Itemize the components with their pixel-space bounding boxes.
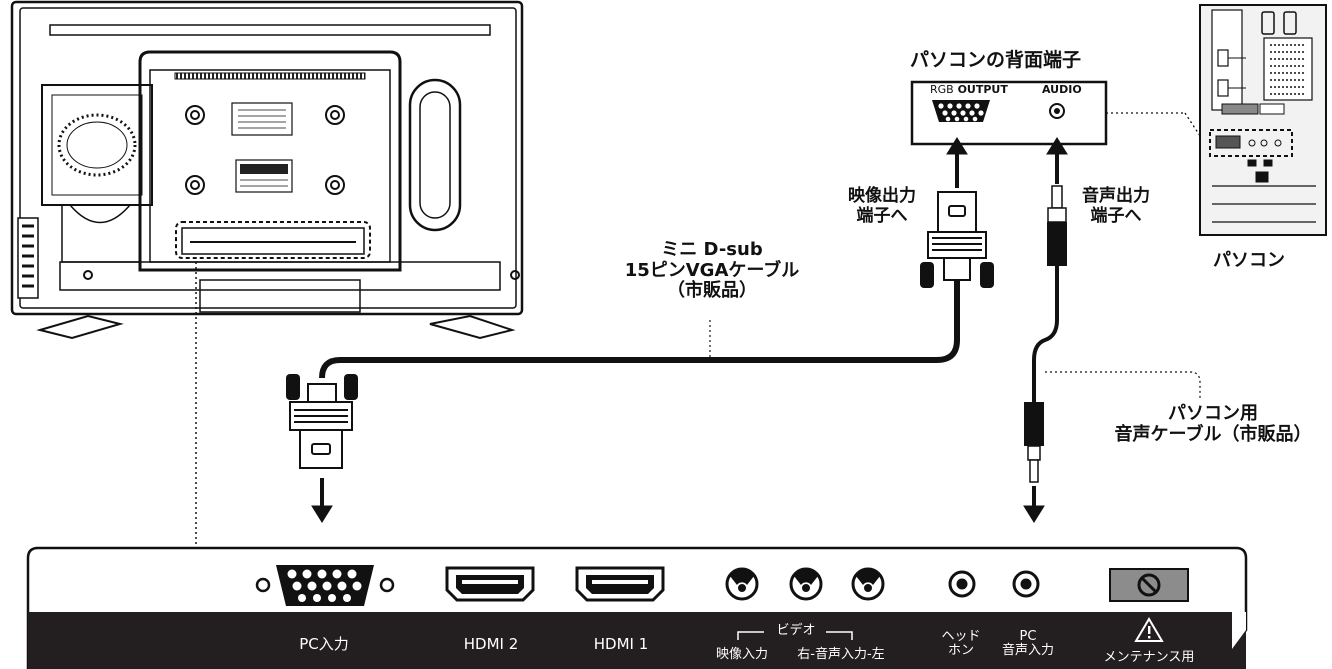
pc-audio-line1: PC [1019, 629, 1037, 644]
audio-cable [1024, 185, 1067, 483]
audio-in-left-jack [851, 567, 885, 601]
audio-cable-line2: 音声ケーブル（市販品） [1114, 423, 1312, 445]
vga-cable-label: ミニ D-sub 15ピンVGAケーブル （市販品） [592, 239, 832, 302]
arrows [311, 137, 1068, 523]
pc-input-port [255, 565, 395, 606]
video-group-label: ビデオ [776, 623, 816, 638]
video-out-line2: 端子へ [856, 205, 908, 226]
audio-port-label: AUDIO [1042, 83, 1082, 96]
rgb-output: OUTPUT [957, 83, 1008, 96]
pc-rear-panel [910, 80, 1108, 146]
vga-cable-line3: （市販品） [667, 280, 757, 302]
tv-rear-illustration [10, 0, 524, 340]
pc-rear-title: パソコンの背面端子 [910, 49, 1082, 71]
headphone-line1: ヘッド [941, 629, 981, 644]
hdmi2-port [445, 566, 535, 602]
warning-icon [1134, 617, 1164, 642]
headphone-jack [948, 570, 976, 598]
hdmi1-label: HDMI 1 [593, 635, 649, 653]
pc-tower-illustration [1199, 4, 1327, 236]
pc-audio-label: PC 音声入力 [992, 629, 1064, 659]
audio-cable-label: パソコン用 音声ケーブル（市販品） [1100, 403, 1326, 445]
video-in-label: 映像入力 [715, 647, 768, 662]
rgb-output-label: RGB OUTPUT [930, 83, 1008, 97]
audio-in-right-jack [789, 567, 823, 601]
video-out-label: 映像出力 端子へ [834, 186, 930, 226]
pc-audio-line2: 音声入力 [1001, 643, 1054, 659]
audio-cable-line1: パソコン用 [1168, 403, 1258, 424]
vga-cable-line1: ミニ D-sub [661, 239, 763, 260]
video-out-line1: 映像出力 [848, 186, 916, 206]
headphone-line2: ホン [947, 643, 974, 659]
audio-out-line1: 音声出力 [1082, 186, 1150, 206]
audio-out-label: 音声出力 端子へ [1068, 186, 1164, 226]
headphone-label: ヘッド ホン [928, 629, 994, 659]
audio-in-rl-label: 右-音声入力-左 [797, 647, 885, 662]
rgb-prefix: RGB [930, 83, 954, 96]
hdmi1-port [575, 566, 665, 602]
audio-out-line2: 端子へ [1090, 205, 1142, 226]
pc-input-label: PC入力 [299, 635, 349, 653]
hdmi2-label: HDMI 2 [463, 635, 519, 653]
maintenance-port [1109, 568, 1189, 602]
terminal-panel [26, 546, 1248, 669]
pc-audio-jack [1012, 570, 1040, 598]
pc-label: パソコン [1213, 250, 1285, 271]
video-in-jack [725, 567, 759, 601]
vga-cable-line2: 15ピンVGAケーブル [624, 259, 800, 281]
maintenance-label: メンテナンス用 [1103, 650, 1195, 665]
vga-cable [286, 191, 994, 469]
